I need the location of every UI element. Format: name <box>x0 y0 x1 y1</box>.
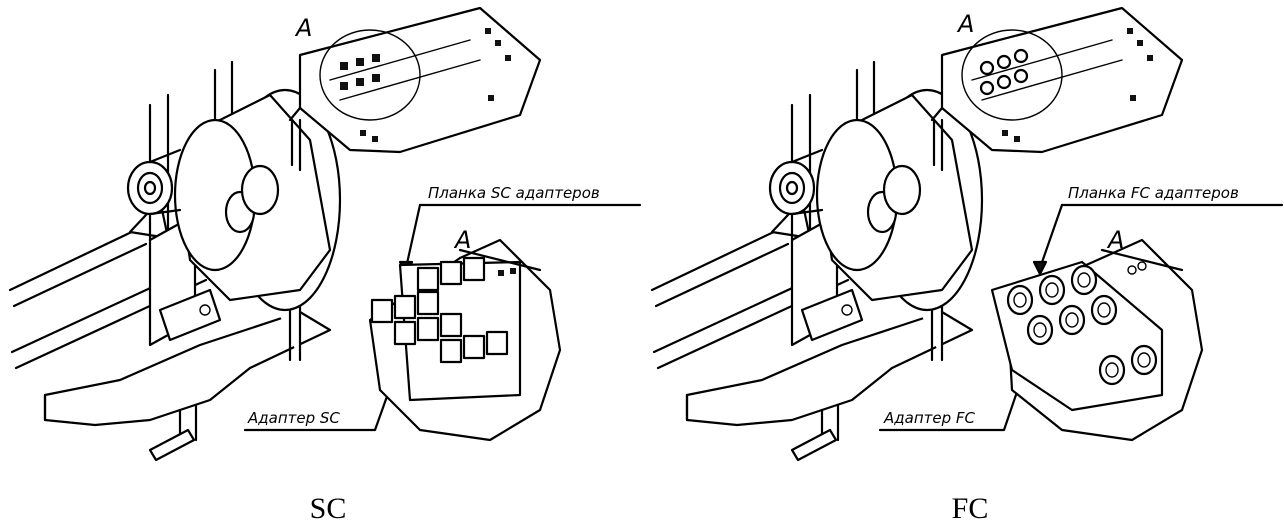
sc-detail-letter-top: A <box>294 14 312 42</box>
fc-splice-tray <box>930 6 1184 172</box>
sc-adapter-grid <box>370 256 509 364</box>
fc-label-adapter: Адаптер FC <box>883 409 976 427</box>
panel-fc: A A Планка FC адаптеров Адаптер FC FC <box>642 0 1284 530</box>
fc-drawing: A A Планка FC адаптеров Адаптер FC <box>650 6 1284 462</box>
fc-detail-letter-zoom: A <box>1106 226 1124 254</box>
fc-caption: FC <box>951 492 989 525</box>
sc-base-tray <box>43 310 332 462</box>
fc-detail-letter-top: A <box>956 10 974 38</box>
sc-label-plate: Планка SC адаптеров <box>428 184 600 202</box>
fc-zoom-detail <box>990 238 1204 442</box>
sc-splice-tray <box>288 6 542 172</box>
sc-zoom-detail <box>368 238 562 442</box>
fc-label-plate: Планка FC адаптеров <box>1068 184 1239 202</box>
panel-sc: A A Планка SC адаптеров Адаптер SC SC <box>8 6 642 525</box>
sc-drawing: A A Планка SC адаптеров Адаптер SC <box>8 6 642 462</box>
sc-caption: SC <box>309 492 347 525</box>
sc-label-adapter: Адаптер SC <box>247 409 340 427</box>
fc-base-tray <box>685 310 974 462</box>
sc-detail-letter-zoom: A <box>453 226 471 254</box>
fc-adapter-grid <box>1006 264 1158 386</box>
